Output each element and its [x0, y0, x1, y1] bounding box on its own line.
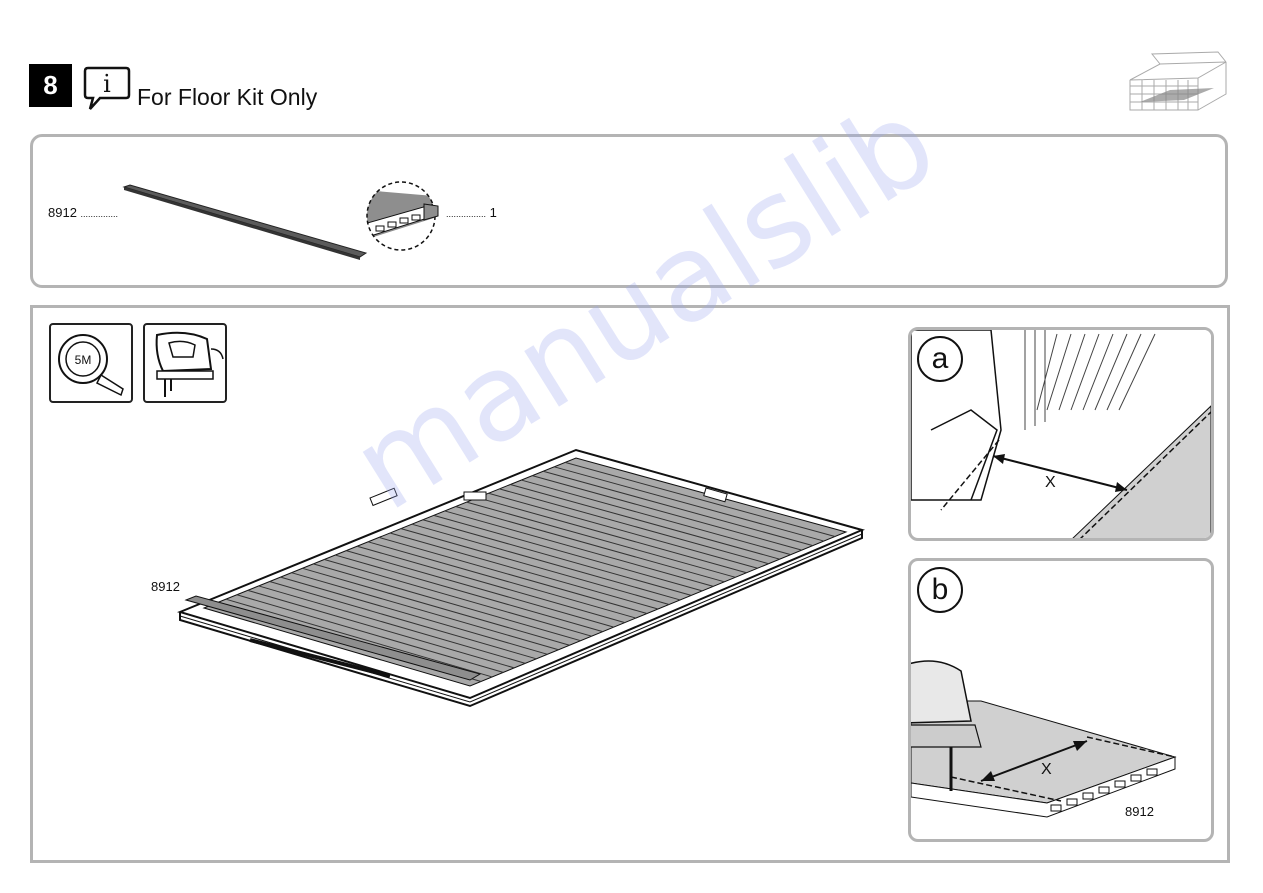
profile-section-magnifier: [366, 181, 439, 251]
detail-a-dimension-label: X: [1045, 474, 1056, 491]
floor-slat-line: [455, 506, 725, 583]
part-code: 8912: [48, 205, 77, 220]
qty-leader-dots: ................: [446, 209, 487, 219]
jigsaw-icon: [155, 331, 224, 397]
step-number-badge: 8: [29, 64, 72, 107]
part-code-label: 8912 ...............: [48, 205, 118, 220]
floor-slat-line: [258, 585, 526, 664]
detail-a-box: a X: [908, 327, 1214, 541]
floor-slat-line: [477, 497, 747, 574]
floor-slat-line: [488, 492, 758, 569]
floor-slat-line: [400, 528, 670, 605]
floor-assembly-illustration: [176, 448, 866, 708]
floor-slat-line: [302, 567, 570, 646]
floor-slat-line: [236, 594, 504, 673]
floor-slat-line: [499, 488, 769, 565]
greenhouse-thumbnail: [1129, 51, 1227, 111]
floor-slat-line: [444, 510, 714, 587]
parts-panel: [30, 134, 1228, 288]
floor-slat-line: [291, 572, 559, 651]
part-qty-label: ................ 1: [446, 205, 497, 220]
floor-slat-line: [247, 589, 515, 669]
info-icon: i: [83, 66, 131, 110]
detail-a-letter: a: [917, 336, 963, 382]
measuring-tape-icon: 5M: [58, 334, 124, 397]
floor-slat-line: [346, 550, 614, 628]
floor-slat-line: [269, 581, 537, 660]
detail-b-part-code: 8912: [1125, 804, 1154, 819]
floor-slat-line: [225, 598, 493, 678]
detail-b-dimension-label: X: [1041, 761, 1052, 778]
floor-slat-line: [543, 470, 813, 547]
part-quantity: 1: [489, 205, 497, 220]
svg-text:i: i: [103, 70, 111, 98]
jigsaw-tool-illustration: [911, 660, 982, 791]
floor-slat-line: [280, 576, 548, 655]
floor-slat-line: [564, 461, 836, 538]
step-title: For Floor Kit Only: [137, 84, 318, 110]
assembly-part-code: 8912: [151, 579, 180, 594]
floor-profile-part: [122, 184, 368, 260]
floor-slat-line: [357, 545, 625, 624]
part-leader-dots: ...............: [80, 209, 119, 219]
main-panel: [30, 305, 1230, 863]
jigsaw-tool: [143, 323, 227, 403]
detail-a-illustration: [911, 330, 1211, 538]
floor-slat-line: [433, 514, 703, 592]
floor-slat-line: [422, 519, 692, 596]
floor-slat-line: [378, 536, 648, 615]
detail-b-letter: b: [917, 567, 963, 613]
tape-length-label: 5M: [75, 353, 92, 367]
floor-slat-line: [324, 558, 592, 637]
floor-slat-line: [313, 563, 581, 642]
floor-slat-line: [335, 554, 603, 633]
measuring-tape-tool: 5M: [49, 323, 133, 403]
floor-slat-line: [510, 483, 780, 560]
detail-b-illustration: [911, 660, 1177, 818]
floor-slat-line: [411, 523, 681, 601]
floor-slat-line: [367, 541, 637, 619]
floor-slat-line: [532, 475, 802, 551]
floor-slat-line: [389, 532, 659, 610]
floor-slat-line: [466, 501, 736, 578]
detail-b-box: b X 8912: [908, 558, 1214, 842]
floor-slat-line: [553, 466, 825, 542]
floor-slat-line: [521, 479, 791, 556]
